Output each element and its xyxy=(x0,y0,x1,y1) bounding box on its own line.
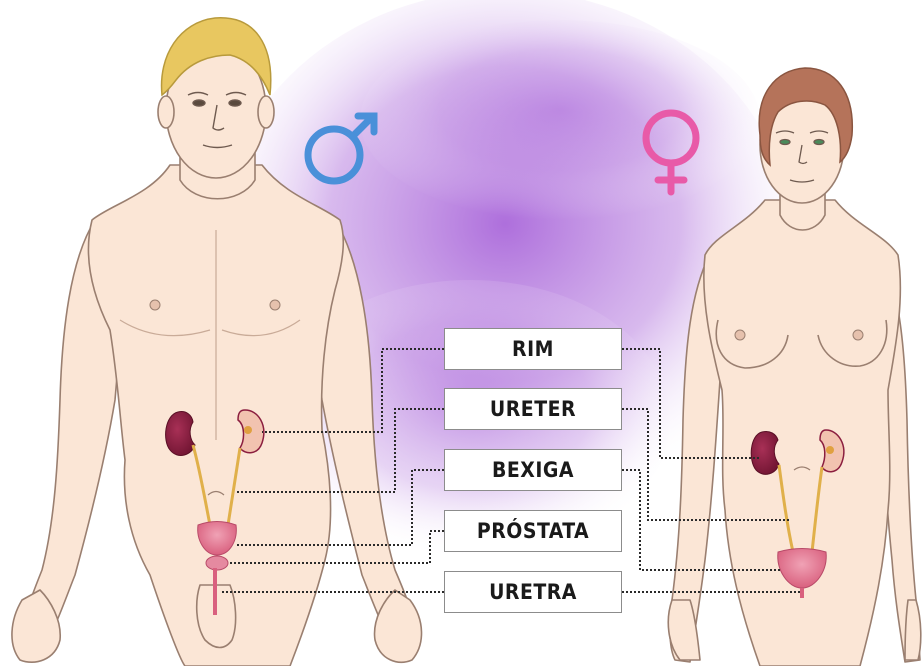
label-prostata: PRÓSTATA xyxy=(444,510,622,552)
male-prostate xyxy=(206,556,228,570)
label-uretra: URETRA xyxy=(444,571,622,613)
label-rim: RIM xyxy=(444,328,622,370)
label-bexiga: BEXIGA xyxy=(444,449,622,491)
female-right-hand xyxy=(905,600,921,660)
female-left-kidney xyxy=(751,431,779,474)
male-left-kidney xyxy=(166,412,195,456)
label-ureter: URETER xyxy=(444,388,622,430)
